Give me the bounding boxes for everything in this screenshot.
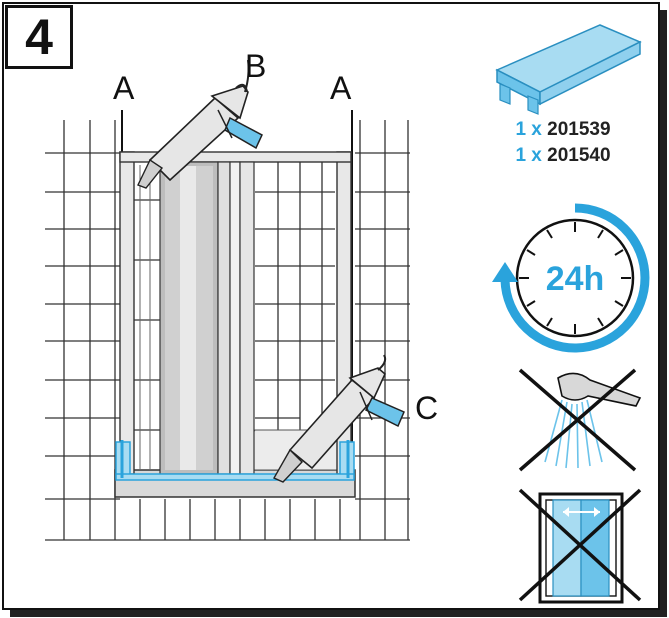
part-list: 1 x 201539 1 x 201540 <box>498 117 628 169</box>
shower-enclosure <box>119 151 352 475</box>
tile-wall <box>45 120 410 541</box>
cure-time-label: 24h <box>546 260 605 298</box>
label-b: B <box>245 48 267 84</box>
part-qty: 1 x <box>515 145 542 166</box>
label-a-right: A <box>330 70 352 106</box>
part-line: 1 x 201540 <box>498 143 628 169</box>
panel-shadow-bottom <box>10 610 667 617</box>
part-code: 201539 <box>547 119 611 140</box>
part-line: 1 x 201539 <box>498 117 628 143</box>
panel-shadow-right <box>660 10 667 612</box>
part-code: 201540 <box>547 145 611 166</box>
step-number: 4 <box>5 5 73 69</box>
label-a-left: A <box>113 70 135 106</box>
clock-24h-icon <box>492 203 650 353</box>
part-qty: 1 x <box>515 119 542 140</box>
no-door-slide-icon <box>518 488 642 604</box>
caulk-gun-icon <box>273 354 405 483</box>
no-shower-icon <box>518 368 642 472</box>
end-cap-part-icon <box>495 24 642 115</box>
label-c: C <box>415 390 439 426</box>
caulk-gun-icon <box>137 59 263 189</box>
